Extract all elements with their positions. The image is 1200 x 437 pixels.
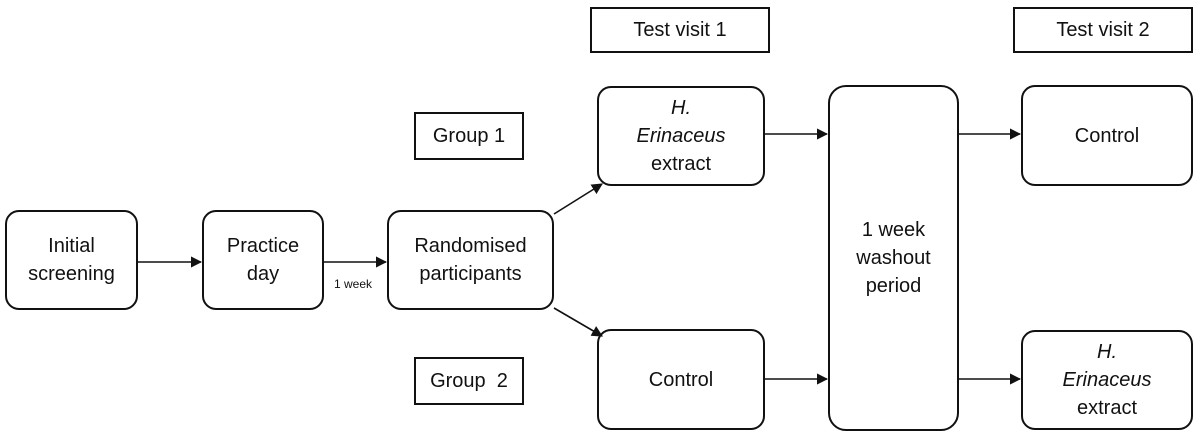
randomised-participants-node: Randomised participants (387, 210, 554, 310)
washout-period-node: 1 week washout period (828, 85, 959, 431)
visit1-extract-line-3: extract (650, 153, 712, 175)
randomised-line-2: participants (419, 263, 522, 285)
washout-line-1: 1 week (861, 219, 926, 241)
arrow-randomised-to-group1 (553, 183, 603, 215)
initial-screening-line-1: Initial (48, 235, 95, 257)
test-visit-1-header: Test visit 1 (590, 7, 770, 53)
randomised-line-1: Randomised (414, 235, 527, 257)
visit1-extract-line-2: Erinaceus (636, 125, 726, 147)
visit2-extract-line-1: H. (1097, 341, 1117, 363)
visit1-control-label: Control (648, 368, 714, 391)
washout-line-2: washout (856, 247, 931, 269)
visit2-control-label: Control (1074, 124, 1140, 147)
group-2-label: Group 2 (430, 370, 508, 392)
group-2-box: Group 2 (414, 357, 524, 405)
test-visit-2-header: Test visit 2 (1013, 7, 1193, 53)
washout-line-3: period (865, 275, 922, 297)
visit2-extract-line-2: Erinaceus (1062, 369, 1152, 391)
visit2-extract-line-3: extract (1076, 397, 1138, 419)
initial-screening-node: Initial screening (5, 210, 138, 310)
visit1-group2-control-node: Control (597, 329, 765, 430)
visit1-group1-extract-node: H. Erinaceus extract (597, 86, 765, 186)
practice-day-node: Practice day (202, 210, 324, 310)
group-1-label: Group 1 (432, 125, 506, 147)
practice-day-line-1: Practice (226, 235, 300, 257)
visit1-extract-line-1: H. (671, 97, 691, 119)
test-visit-2-label: Test visit 2 (1056, 19, 1150, 41)
group-1-box: Group 1 (414, 112, 524, 160)
visit2-group2-extract-node: H. Erinaceus extract (1021, 330, 1193, 430)
practice-day-line-2: day (246, 263, 280, 285)
initial-screening-line-2: screening (28, 263, 115, 285)
arrow-randomised-to-group2 (553, 307, 603, 337)
one-week-edge-label: 1 week (334, 277, 373, 291)
visit2-group1-control-node: Control (1021, 85, 1193, 186)
test-visit-1-label: Test visit 1 (633, 19, 727, 41)
